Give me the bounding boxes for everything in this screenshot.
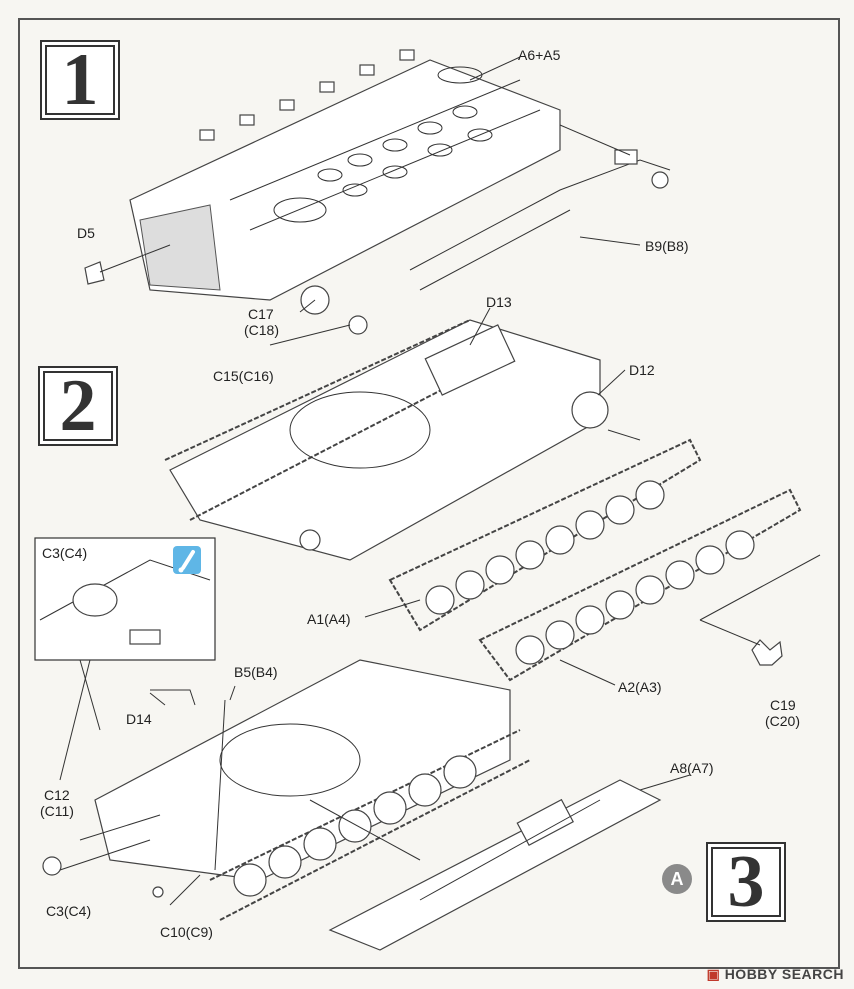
label-d12: D12	[629, 362, 655, 378]
step-3-number: 3	[706, 842, 786, 922]
label-c17: C17	[248, 306, 274, 322]
label-a6-a5: A6+A5	[518, 47, 561, 63]
label-a1-a4: A1(A4)	[307, 611, 351, 627]
hull-upper-drawing	[84, 49, 561, 335]
label-c12: C12	[44, 787, 70, 803]
label-c20: (C20)	[765, 713, 801, 729]
detail-inset	[34, 537, 216, 781]
track-assembly-drawing	[388, 438, 802, 682]
label-a8-a7: A8(A7)	[670, 760, 714, 776]
label-c18: (C18)	[244, 322, 280, 338]
label-a2-a3: A2(A3)	[618, 679, 662, 695]
label-d13: D13	[486, 294, 512, 310]
label-c3-c4: C3(C4)	[46, 903, 92, 919]
page-border	[18, 18, 840, 969]
hull-step3-drawing	[42, 659, 531, 921]
label-c11: (C11)	[40, 803, 74, 819]
glue-bottle-icon	[173, 546, 201, 574]
leader-lines-step1	[99, 56, 641, 346]
hobby-search-watermark: ▣ HOBBY SEARCH	[707, 966, 844, 983]
label-c15-c16: C15(C16)	[213, 368, 274, 384]
label-b9-b8: B9(B8)	[645, 238, 689, 254]
option-a-badge: A	[662, 864, 692, 894]
hull-with-tracks-drawing	[164, 319, 609, 561]
label-c19: C19	[770, 697, 796, 713]
fender-drawing	[328, 779, 662, 951]
leader-lines-step3	[59, 685, 691, 906]
label-d5: D5	[77, 225, 95, 241]
label-d14: D14	[126, 711, 152, 727]
label-b5-b4: B5(B4)	[234, 664, 278, 680]
leader-lines-step2	[364, 307, 821, 686]
watermark-text: HOBBY SEARCH	[724, 966, 844, 982]
label-c3-c4-detail: C3(C4)	[42, 545, 88, 561]
step-2-number: 2	[38, 366, 118, 446]
suspension-arm-drawing	[409, 149, 671, 291]
hobby-search-logo-icon: ▣	[706, 966, 721, 982]
step-1-number: 1	[40, 40, 120, 120]
label-c10-c9: C10(C9)	[160, 924, 213, 940]
